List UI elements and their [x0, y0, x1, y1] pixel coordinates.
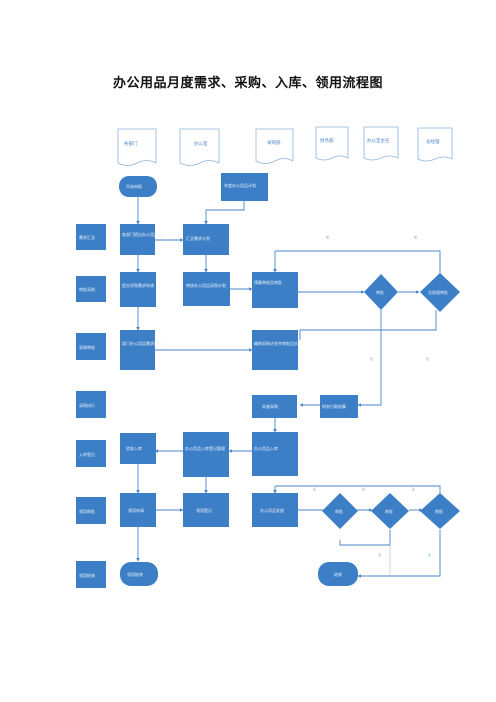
node-receive: 验收入库: [120, 433, 156, 464]
svg-text:审批: 审批: [376, 289, 384, 295]
lane-6: 领用审批: [76, 497, 106, 524]
start-label: 开始申报: [126, 183, 142, 189]
page-title: 办公用品月度需求、采购、入库、领用流程图: [112, 76, 383, 91]
svg-text:办公用品入库: 办公用品入库: [254, 445, 278, 451]
mark-no-2: 否: [426, 357, 429, 361]
node-register: 办公用品入库登记管理: [183, 432, 229, 477]
header-doc-6: 总经理: [417, 127, 453, 162]
start-terminal: 开始申报: [119, 176, 157, 197]
svg-text:编制采购计划并审批后执行: 编制采购计划并审批后执行: [254, 340, 302, 346]
lane-4: 采购执行: [76, 391, 106, 418]
header-doc-6-label: 总经理: [426, 138, 440, 145]
mark-yes-1: 是: [326, 234, 329, 239]
lane-7: 领用结束: [76, 561, 106, 588]
decision-approve-2: 总经理审批: [420, 273, 460, 312]
node-review-plan: 审核办公用品采购计划: [183, 272, 230, 306]
header-doc-5-label: 办公室主任: [367, 137, 390, 144]
svg-text:总经理审批: 总经理审批: [428, 289, 448, 295]
header-doc-2: 办公室: [179, 128, 220, 166]
svg-text:领用结束: 领用结束: [127, 571, 143, 577]
svg-text:提交采购需求申请: 提交采购需求申请: [122, 282, 154, 288]
decision-approve-1: 审批: [364, 274, 398, 310]
lane-2: 审批采购: [76, 276, 106, 302]
decision-check-1: 审批: [322, 493, 358, 529]
end-terminal-2: 结束: [318, 562, 358, 586]
mark-yes-4: 是: [362, 486, 365, 491]
svg-text:部门办公用品需求确认: 部门办公用品需求确认: [122, 340, 162, 346]
mark-yes-5: 是: [412, 486, 415, 491]
node-purchase-plan: 编制采购计划并审批后执行: [252, 330, 302, 370]
svg-text:办公用品入库登记管理: 办公用品入库登记管理: [185, 445, 225, 451]
svg-text:预算审核及审批: 预算审核及审批: [254, 279, 282, 285]
svg-text:审批: 审批: [385, 508, 393, 514]
node-issue: 领用登记: [183, 493, 229, 527]
header-doc-1-label: 各部门: [124, 140, 138, 147]
svg-text:实施采购: 实施采购: [262, 403, 278, 409]
node-finance: 财务付款结算: [320, 395, 358, 418]
node-apply: 领用申请: [120, 493, 156, 527]
svg-text:需求汇总: 需求汇总: [79, 234, 95, 240]
mark-no-3: 否: [378, 553, 381, 557]
decision-check-3: 审批: [420, 493, 460, 529]
mark-no-1: 否: [370, 357, 373, 361]
node-dept-request: 各部门提出办公用品需求: [120, 224, 166, 255]
header-doc-4-label: 财务部: [320, 137, 334, 144]
svg-text:领用结束: 领用结束: [79, 572, 95, 578]
svg-text:采购审核: 采购审核: [79, 344, 95, 350]
lane-5: 入库登记: [76, 440, 106, 467]
header-doc-5: 办公室主任: [363, 126, 399, 161]
mark-yes-2: 是: [414, 234, 417, 239]
svg-text:验收入库: 验收入库: [126, 445, 142, 451]
svg-text:财务付款结算: 财务付款结算: [322, 403, 346, 409]
mark-no-4: 否: [428, 553, 431, 557]
svg-text:领用申请: 领用申请: [128, 507, 144, 513]
header-doc-3-label: 采购部: [267, 139, 281, 146]
node-purchase: 实施采购: [252, 395, 297, 418]
lane-3: 采购审核: [76, 333, 106, 360]
node-dept-confirm: 部门办公用品需求确认: [120, 330, 162, 370]
mark-yes-3: 是: [313, 486, 316, 491]
svg-text:入库登记: 入库登记: [79, 451, 95, 457]
node-summary: 汇总需求计划: [183, 224, 229, 255]
svg-text:领用登记: 领用登记: [196, 507, 212, 513]
node-deliver: 办公用品发放: [252, 493, 298, 527]
svg-text:审核办公用品采购计划: 审核办公用品采购计划: [186, 282, 226, 288]
header-doc-3: 采购部: [255, 128, 294, 164]
svg-text:年度办公用品计划: 年度办公用品计划: [224, 182, 256, 188]
svg-text:结束: 结束: [334, 571, 342, 577]
svg-text:汇总需求计划: 汇总需求计划: [186, 235, 210, 241]
decision-check-2: 审批: [371, 493, 409, 529]
svg-text:采购执行: 采购执行: [79, 402, 95, 408]
svg-text:各部门提出办公用品需求: 各部门提出办公用品需求: [122, 231, 166, 237]
svg-text:审批: 审批: [335, 508, 343, 514]
end-terminal-1: 领用结束: [120, 562, 158, 586]
node-stock-in: 办公用品入库: [252, 432, 298, 476]
header-doc-2-label: 办公室: [194, 140, 208, 147]
svg-text:审批: 审批: [435, 508, 443, 514]
lane-1: 需求汇总: [76, 224, 106, 250]
svg-text:领用审批: 领用审批: [79, 508, 95, 514]
svg-text:审批采购: 审批采购: [79, 286, 95, 292]
header-doc-4: 财务部: [315, 126, 349, 161]
header-doc-1: 各部门: [117, 128, 157, 166]
node-budget: 预算审核及审批: [252, 272, 298, 308]
node-annual-plan: 年度办公用品计划: [221, 173, 268, 201]
svg-text:办公用品发放: 办公用品发放: [260, 507, 284, 513]
node-submit: 提交采购需求申请: [120, 272, 156, 307]
